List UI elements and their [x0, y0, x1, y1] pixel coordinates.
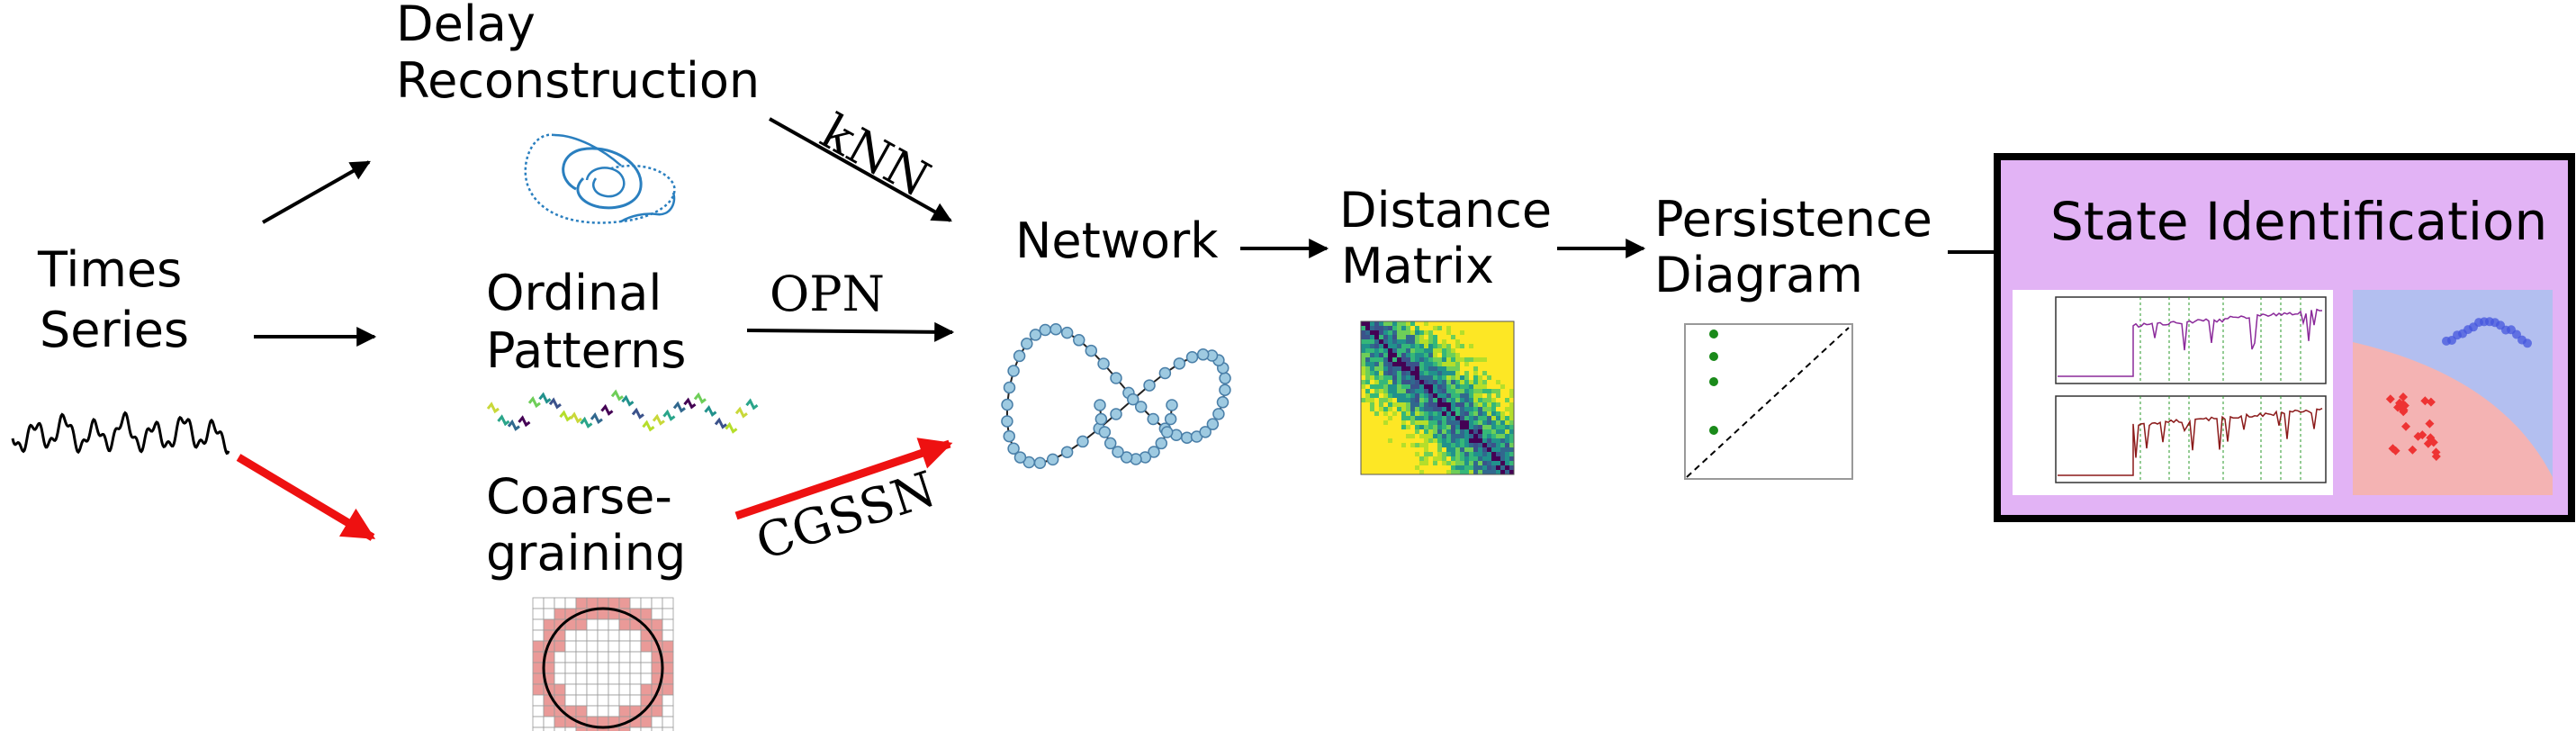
times-series-label-line1: Times	[37, 241, 182, 298]
arrow-knn	[769, 117, 952, 222]
state-identification-node: State Identification	[1994, 153, 2575, 522]
delay-label-line2: Reconstruction	[396, 52, 760, 109]
distance-label-line1: Distance	[1339, 182, 1552, 239]
persistence-label-line2: Diagram	[1654, 247, 1863, 303]
persistence-diagram-icon	[1684, 323, 1853, 480]
time-plot-icon	[2013, 290, 2333, 495]
ordinal-patterns-node: Ordinal Patterns	[486, 265, 759, 434]
coarse-grid-icon	[532, 597, 674, 731]
ordinal-label-line1: Ordinal	[486, 265, 662, 321]
arrow-to-coarse-highlight	[236, 454, 376, 541]
delay-label-line1: Delay	[396, 0, 536, 52]
arrow-opn	[746, 321, 955, 342]
scatter-classification-icon	[2353, 290, 2553, 495]
times-series-node: Times Series	[11, 241, 230, 456]
wave-signal-icon	[11, 411, 230, 456]
arrow-to-delay	[262, 160, 371, 224]
coarse-label-line2: graining	[486, 525, 686, 582]
arrow-cgssn-highlight	[734, 438, 953, 520]
heatmap-icon	[1360, 320, 1515, 475]
times-series-label-line2: Series	[40, 302, 189, 358]
edge-label-opn: OPN	[770, 266, 885, 322]
attractor-icon	[524, 133, 676, 224]
network-node: Network	[1001, 212, 1231, 470]
edge-label-knn: kNN	[812, 103, 940, 208]
distance-label-line2: Matrix	[1341, 238, 1494, 294]
ordinal-pattern-icon	[486, 389, 759, 434]
coarse-label-line1: Coarse-	[486, 468, 672, 525]
state-label: State Identification	[2050, 191, 2547, 252]
persistence-label-line1: Persistence	[1654, 191, 1932, 248]
network-label: Network	[1015, 212, 1219, 269]
distance-matrix-node: Distance Matrix	[1339, 182, 1552, 475]
persistence-diagram-node: Persistence Diagram	[1654, 191, 1932, 480]
delay-reconstruction-node: Delay Reconstruction	[396, 0, 760, 224]
coarse-graining-node: Coarse- graining	[486, 468, 686, 731]
ordinal-label-line2: Patterns	[486, 322, 686, 379]
network-graph-icon	[1001, 322, 1231, 470]
